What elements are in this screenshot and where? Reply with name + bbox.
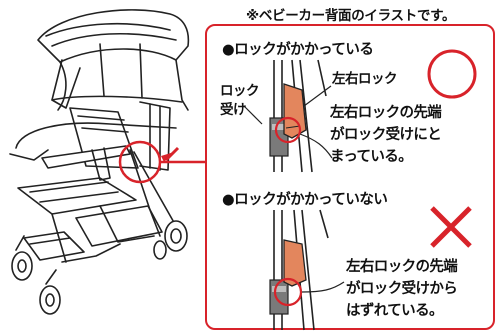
unlocked-heading: ●ロックがかかっていない <box>222 192 388 208</box>
locked-heading: ●ロックがかかっている <box>222 42 374 58</box>
circle-ok-icon <box>427 49 477 99</box>
lock-explanation-panel <box>205 24 495 330</box>
unlocked-detail <box>269 206 472 331</box>
locked-description: 左右ロックの先端 がロック受けにと まっている。 <box>330 105 442 165</box>
illustration-note: ※ベビーカー背面のイラストです。 <box>246 8 456 24</box>
cross-ng-icon <box>430 206 472 248</box>
locked-detail <box>243 49 477 173</box>
lock-location-highlight <box>118 140 205 184</box>
unlocked-description: 左右ロックの先端 がロック受けから はずれている。 <box>346 259 458 319</box>
receiver-label: ロック 受け <box>220 83 260 118</box>
lr-lock-label: 左右ロック <box>332 71 398 87</box>
